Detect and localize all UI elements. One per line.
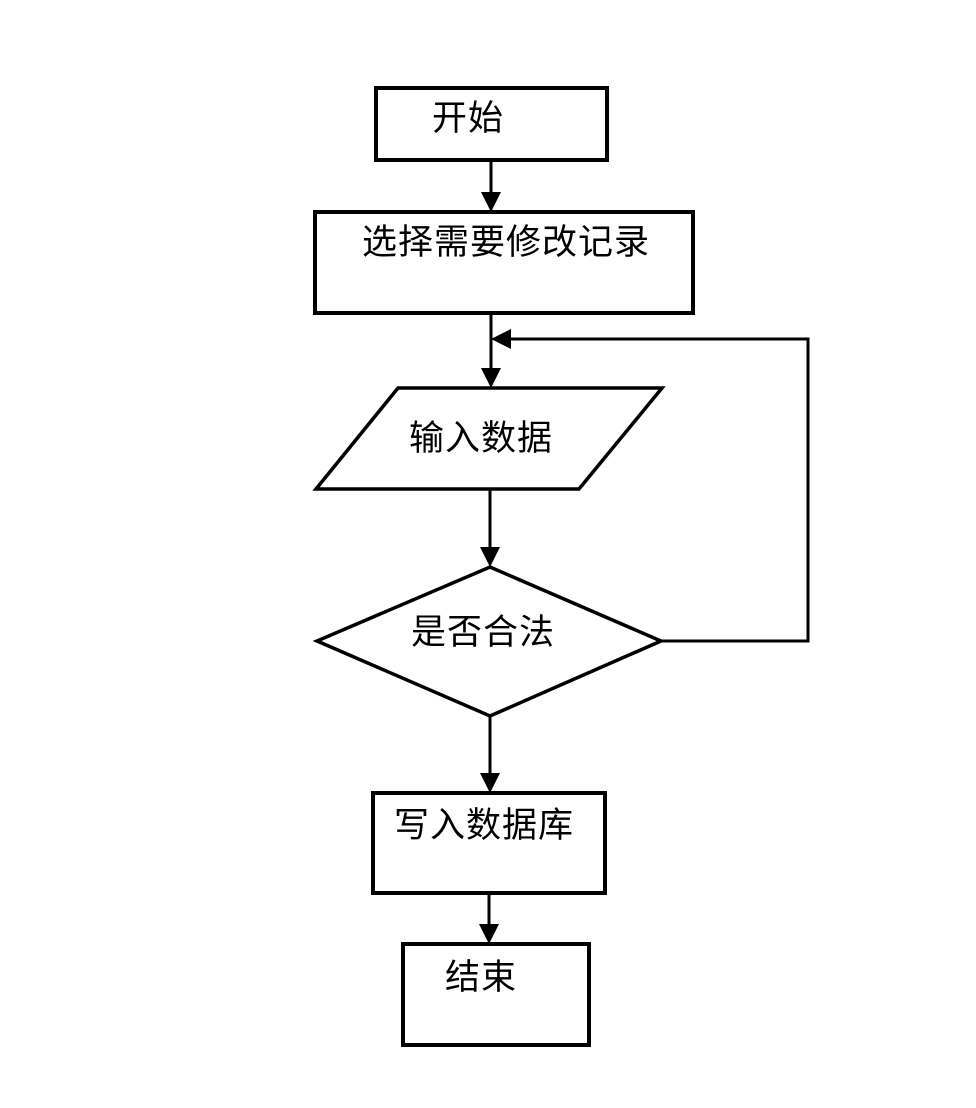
write-db-node-label: 写入数据库 <box>393 806 574 845</box>
start-node-shape <box>374 86 609 162</box>
start-node-label: 开始 <box>431 99 504 138</box>
write-db-node-shape <box>371 791 607 895</box>
select-record-node-label: 选择需要修改记录 <box>361 223 650 262</box>
end-node-label: 结束 <box>444 958 517 997</box>
is-valid-decision-label: 是否合法 <box>410 613 555 652</box>
end-node-shape <box>401 942 591 1047</box>
input-data-node-label: 输入数据 <box>408 419 553 458</box>
edge-loopback-isvalid-to-input <box>511 337 810 643</box>
arrowhead-icon <box>480 773 500 793</box>
arrowhead-icon <box>491 329 511 349</box>
arrowhead-icon <box>481 192 501 212</box>
select-record-node-shape <box>313 210 695 315</box>
input-data-node-shape <box>312 386 666 491</box>
arrowhead-icon <box>481 368 501 388</box>
is-valid-decision-shape <box>312 565 666 718</box>
arrowhead-icon <box>480 547 500 567</box>
arrowhead-icon <box>479 924 499 944</box>
